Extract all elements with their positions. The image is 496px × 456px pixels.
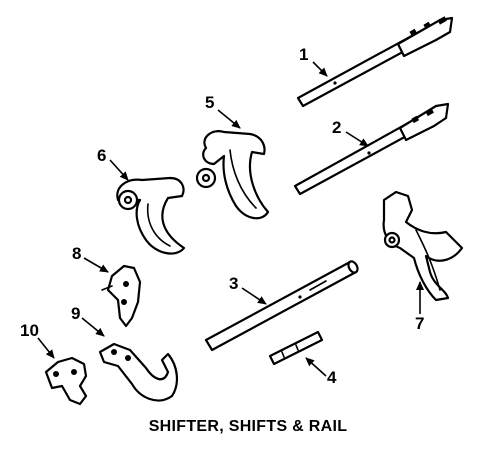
leader-8 xyxy=(83,257,109,273)
shift-fork-9[interactable] xyxy=(98,342,178,402)
callout-9: 9 xyxy=(71,304,80,323)
leader-10 xyxy=(37,337,55,359)
callout-10: 10 xyxy=(20,321,39,340)
leader-2 xyxy=(345,131,369,147)
callout-1: 1 xyxy=(299,45,308,64)
leader-1 xyxy=(312,61,328,77)
callout-8: 8 xyxy=(72,244,81,263)
callouts: 1 2 3 4 5 6 7 8 9 10 xyxy=(20,45,424,387)
shift-rail-1[interactable] xyxy=(296,16,454,108)
leader-9 xyxy=(81,317,105,337)
shift-rail-3[interactable] xyxy=(204,260,359,352)
callout-6: 6 xyxy=(97,146,106,165)
leader-5 xyxy=(217,109,241,129)
callout-7: 7 xyxy=(415,314,424,333)
leader-4 xyxy=(305,357,327,377)
callout-4: 4 xyxy=(327,368,337,387)
callout-2: 2 xyxy=(332,118,341,137)
shift-lug-10[interactable] xyxy=(44,356,88,406)
leader-lines xyxy=(37,61,424,377)
leader-3 xyxy=(241,287,267,305)
shift-lug-8[interactable] xyxy=(101,264,142,328)
leader-6 xyxy=(109,159,129,181)
shift-fork-7[interactable] xyxy=(382,190,464,302)
callout-5: 5 xyxy=(205,93,214,112)
shift-fork-6[interactable] xyxy=(116,176,186,255)
diagram-caption: SHIFTER, SHIFTS & RAIL xyxy=(148,418,348,435)
shift-rail-2[interactable] xyxy=(293,102,450,196)
callout-3: 3 xyxy=(229,274,238,293)
interlock-pin-4[interactable] xyxy=(268,330,324,366)
shift-fork-5[interactable] xyxy=(195,130,270,220)
